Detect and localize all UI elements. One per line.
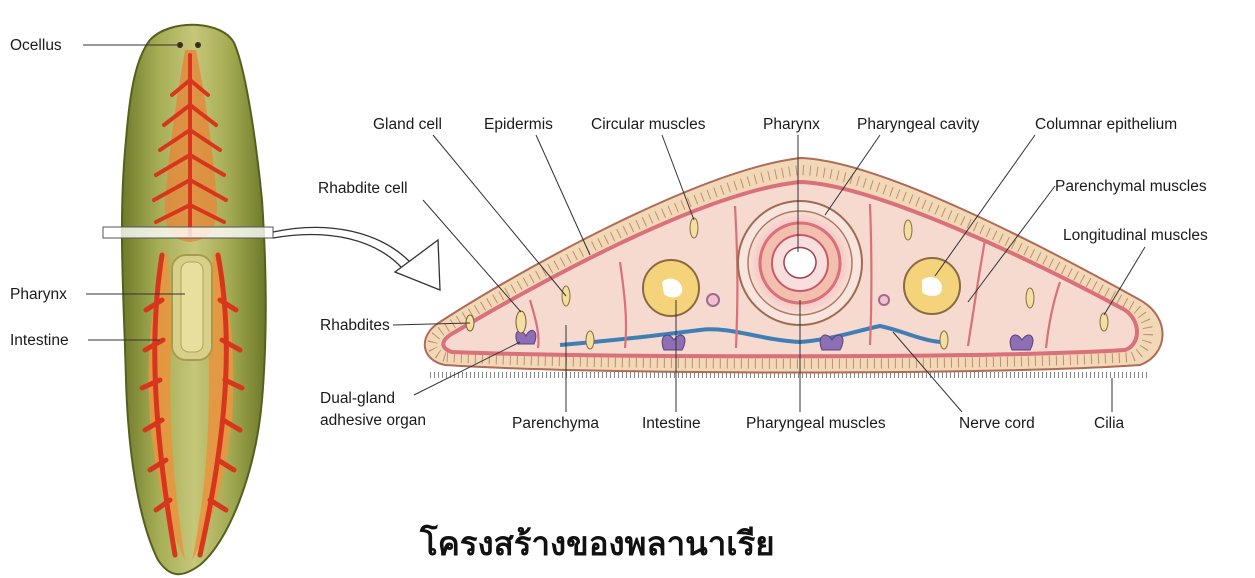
planarian-body-illustration bbox=[103, 25, 273, 574]
label-circular-muscles: Circular muscles bbox=[591, 116, 706, 133]
intestine-section-right bbox=[904, 258, 960, 314]
label-pharyngeal-cavity: Pharyngeal cavity bbox=[857, 116, 980, 133]
label-cilia: Cilia bbox=[1094, 415, 1125, 432]
label-nerve-cord: Nerve cord bbox=[959, 415, 1035, 432]
label-dual-gland-line1: Dual-gland bbox=[320, 390, 395, 407]
label-gland-cell: Gland cell bbox=[373, 116, 442, 133]
label-pharynx: Pharynx bbox=[763, 116, 820, 133]
label-parenchymal-muscles: Parenchymal muscles bbox=[1055, 178, 1207, 195]
label-left-pharynx: Pharynx bbox=[10, 286, 67, 303]
intestine-section-left bbox=[643, 260, 699, 316]
label-pharyngeal-muscles: Pharyngeal muscles bbox=[746, 415, 886, 432]
label-longitudinal-muscles: Longitudinal muscles bbox=[1063, 227, 1208, 244]
label-left-intestine: Intestine bbox=[10, 332, 69, 349]
label-epidermis: Epidermis bbox=[484, 116, 553, 133]
nerve-section-right bbox=[879, 295, 889, 305]
nerve-section-left bbox=[707, 294, 719, 306]
curved-arrow-icon bbox=[273, 227, 440, 290]
label-rhabdites: Rhabdites bbox=[320, 317, 390, 334]
label-intestine: Intestine bbox=[642, 415, 701, 432]
section-plane-marker bbox=[103, 227, 273, 238]
pharyngeal-cavity bbox=[784, 248, 816, 279]
label-rhabdite-cell: Rhabdite cell bbox=[318, 180, 408, 197]
label-parenchyma: Parenchyma bbox=[512, 415, 599, 432]
pharynx-tube bbox=[181, 262, 203, 352]
caption-title: โครงสร้างของพลานาเรีย bbox=[419, 524, 775, 563]
label-columnar-epithelium: Columnar epithelium bbox=[1035, 116, 1177, 133]
label-ocellus: Ocellus bbox=[10, 37, 62, 54]
ocellus-eyespot-right bbox=[195, 42, 201, 48]
label-dual-gland-line2: adhesive organ bbox=[320, 412, 426, 429]
